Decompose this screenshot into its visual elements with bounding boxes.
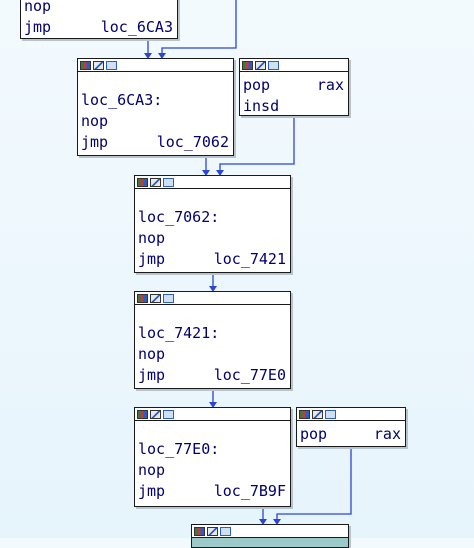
mnemonic: nop — [81, 111, 109, 130]
blank-line — [81, 74, 229, 89]
node-header — [297, 408, 405, 421]
node-header — [192, 525, 348, 538]
code-block-loc-7421[interactable]: loc_7421: nop jmp loc_77E0 — [134, 291, 291, 389]
view-icon[interactable] — [163, 293, 174, 303]
edge-pop-rax-2-to-next — [276, 446, 352, 523]
operand-jump-target[interactable]: loc_7B9F — [213, 481, 286, 500]
asm-line: pop rax — [243, 74, 344, 95]
asm-line: jmp loc_7421 — [138, 248, 286, 269]
mnemonic: jmp — [138, 365, 166, 384]
code-block-loc-6ca3[interactable]: loc_6CA3: nop jmp loc_7062 — [77, 58, 234, 156]
graph-icon[interactable] — [194, 526, 205, 536]
asm-line: loc_6CA3: — [81, 89, 229, 110]
mnemonic: jmp — [81, 132, 109, 151]
view-icon[interactable] — [325, 409, 336, 419]
view-icon[interactable] — [268, 60, 279, 70]
arrowhead — [209, 286, 217, 292]
operand-jump-target[interactable]: loc_77E0 — [213, 365, 286, 384]
asm-line: nop — [138, 459, 286, 480]
view-icon[interactable] — [106, 60, 117, 70]
node-header — [78, 59, 233, 72]
mnemonic: nop — [138, 228, 166, 247]
chart-icon[interactable] — [150, 409, 161, 419]
view-icon[interactable] — [163, 177, 174, 187]
node-header — [135, 176, 290, 189]
code-block-top[interactable]: nop jmp loc_6CA3 — [20, 0, 178, 39]
graph-icon[interactable] — [80, 60, 91, 70]
chart-icon[interactable] — [207, 526, 218, 536]
node-header — [240, 59, 348, 72]
operand-jump-target[interactable]: loc_7421 — [213, 249, 286, 268]
asm-line: jmp loc_6CA3 — [24, 16, 173, 37]
label[interactable]: loc_6CA3: — [81, 90, 163, 109]
blank-line — [138, 423, 286, 438]
edge-pop-rax-to-loc-7062 — [219, 116, 295, 174]
code-block-loc-7062[interactable]: loc_7062: nop jmp loc_7421 — [134, 175, 291, 273]
asm-line: jmp loc_77E0 — [138, 364, 286, 385]
asm-line: nop — [138, 343, 286, 364]
graph-icon[interactable] — [137, 177, 148, 187]
chart-icon[interactable] — [312, 409, 323, 419]
asm-line: loc_7421: — [138, 322, 286, 343]
chart-icon[interactable] — [150, 177, 161, 187]
arrowhead — [209, 402, 217, 408]
arrowhead — [273, 519, 281, 525]
asm-line: jmp loc_7062 — [81, 131, 229, 152]
graph-icon[interactable] — [137, 409, 148, 419]
chart-icon[interactable] — [255, 60, 266, 70]
operand-jump-target[interactable]: loc_7062 — [156, 132, 229, 151]
node-header — [135, 408, 290, 421]
asm-line: nop — [138, 227, 286, 248]
mnemonic: pop — [243, 75, 271, 94]
label[interactable]: loc_7062: — [138, 207, 220, 226]
asm-line: loc_7062: — [138, 206, 286, 227]
asm-line: insd — [243, 95, 344, 116]
mnemonic: nop — [138, 460, 166, 479]
operand: rax — [373, 424, 401, 443]
chart-icon[interactable] — [93, 60, 104, 70]
chart-icon[interactable] — [150, 293, 161, 303]
mnemonic: pop — [300, 424, 328, 443]
asm-line: loc_77E0: — [138, 438, 286, 459]
asm-line: jmp loc_7B9F — [138, 480, 286, 501]
mnemonic: jmp — [138, 249, 166, 268]
graph-icon[interactable] — [299, 409, 310, 419]
blank-line — [138, 191, 286, 206]
blank-line — [138, 307, 286, 322]
graph-icon[interactable] — [137, 293, 148, 303]
code-block-pop-rax[interactable]: pop rax insd — [239, 58, 349, 116]
mnemonic: jmp — [24, 17, 52, 36]
operand: rax — [316, 75, 344, 94]
arrowhead — [259, 519, 267, 525]
label[interactable]: loc_7421: — [138, 323, 220, 342]
arrowhead — [144, 53, 152, 59]
operand-jump-target[interactable]: loc_6CA3 — [100, 17, 173, 36]
edge-side-to-loc-6ca3 — [161, 0, 237, 57]
code-block-pop-rax-2[interactable]: pop rax — [296, 407, 406, 447]
arrowhead — [158, 53, 166, 59]
view-icon[interactable] — [163, 409, 174, 419]
view-icon[interactable] — [220, 526, 231, 536]
arrowhead — [202, 170, 210, 176]
arrowhead — [216, 170, 224, 176]
code-block-bottom-highlighted[interactable] — [191, 524, 349, 548]
asm-line: nop — [24, 0, 173, 16]
mnemonic: jmp — [138, 481, 166, 500]
graph-icon[interactable] — [242, 60, 253, 70]
code-block-loc-77e0[interactable]: loc_77E0: nop jmp loc_7B9F — [134, 407, 291, 507]
node-header — [135, 292, 290, 305]
mnemonic: nop — [24, 0, 52, 15]
mnemonic: insd — [243, 96, 280, 115]
asm-line: pop rax — [300, 423, 401, 444]
label[interactable]: loc_77E0: — [138, 439, 220, 458]
asm-line: nop — [81, 110, 229, 131]
mnemonic: nop — [138, 344, 166, 363]
